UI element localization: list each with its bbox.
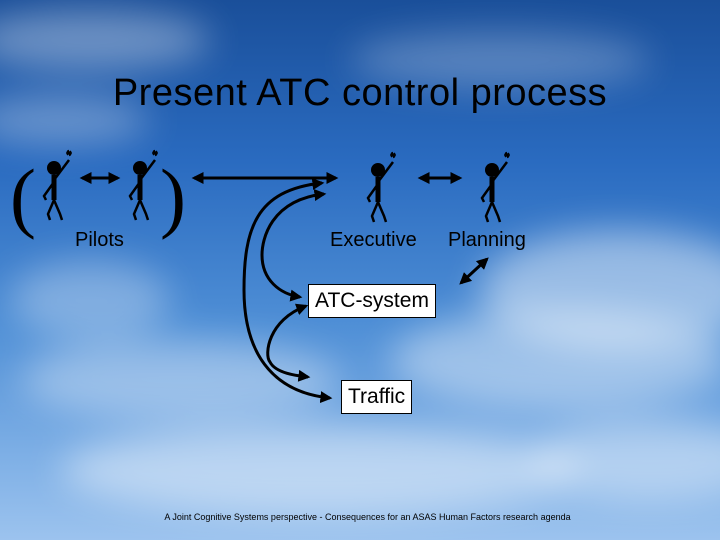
traffic-box: Traffic bbox=[341, 380, 413, 414]
planning-controller-figure bbox=[482, 152, 510, 222]
executive-controller-figure bbox=[368, 152, 396, 222]
pilots-atc-system-curve bbox=[260, 189, 327, 302]
pilots-open-paren: ( bbox=[10, 153, 36, 240]
executive-label: Executive bbox=[330, 229, 417, 251]
atc-system-box: ATC-system bbox=[308, 284, 436, 318]
planning-label: Planning bbox=[448, 229, 526, 251]
pilots-close-paren: ) bbox=[160, 153, 186, 240]
pilot-figure-1 bbox=[44, 150, 72, 220]
pilot-figure-2 bbox=[130, 150, 158, 220]
pilots-traffic-curve bbox=[242, 178, 333, 404]
planning-atc-system-arrow bbox=[459, 257, 489, 285]
slide-footer: A Joint Cognitive Systems perspective - … bbox=[164, 512, 571, 522]
pilots-label: Pilots bbox=[75, 229, 124, 251]
slide-title: Present ATC control process bbox=[112, 72, 608, 114]
atc-system-traffic-curve bbox=[266, 303, 311, 382]
